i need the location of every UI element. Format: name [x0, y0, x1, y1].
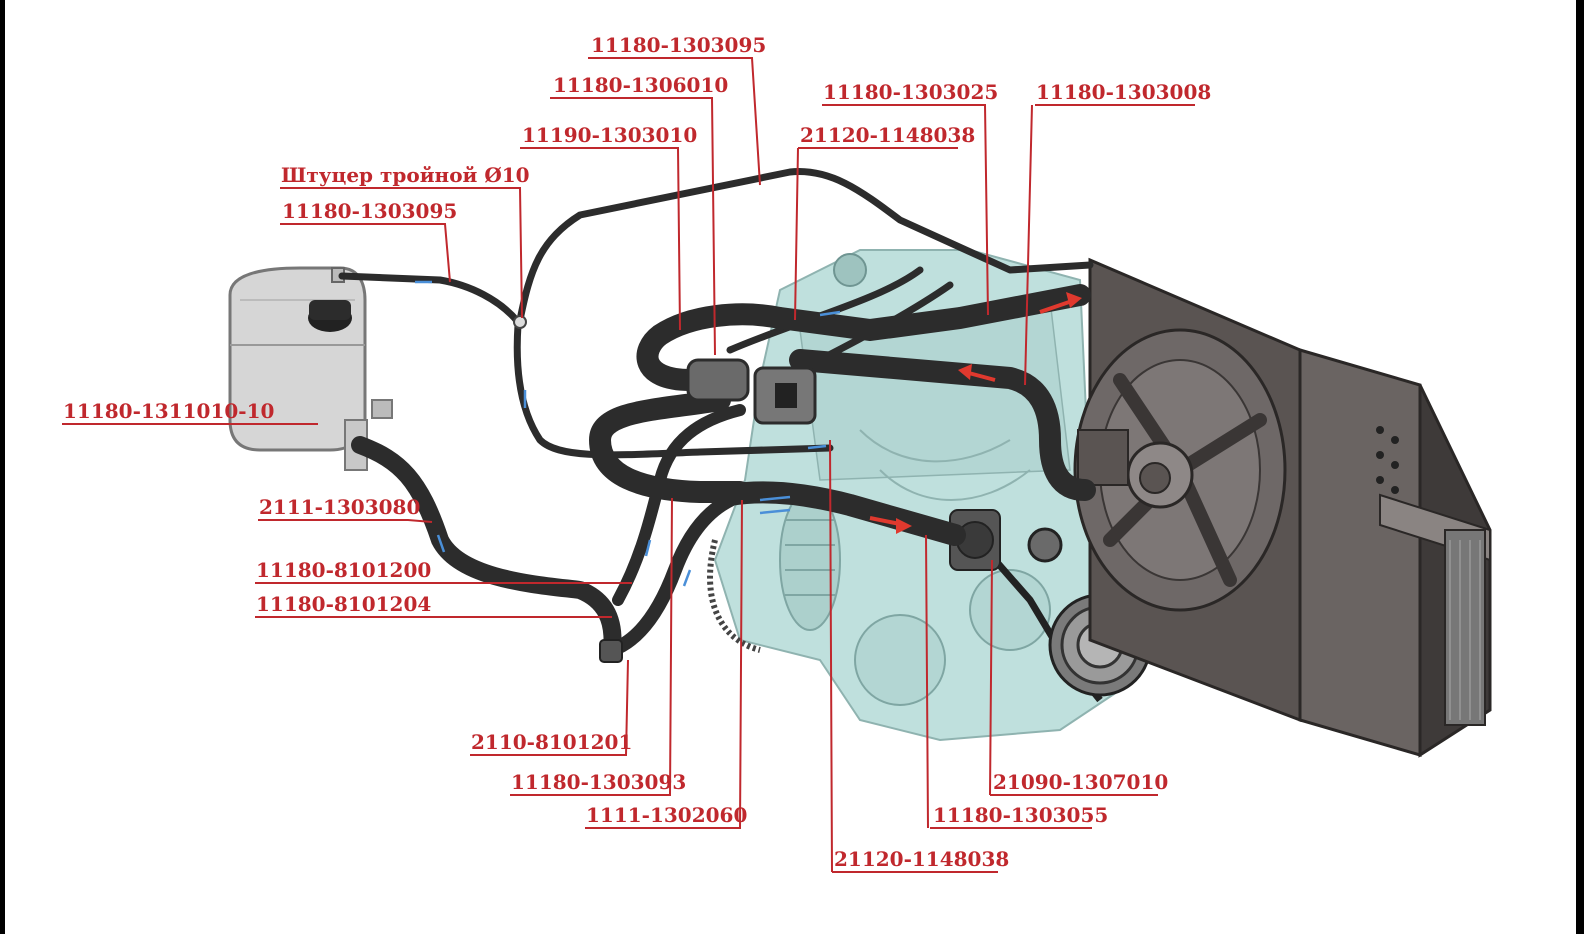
label-hose-8101200: 11180-8101200 [256, 558, 431, 582]
label-tee-fitting: Штуцер тройной Ø10 [281, 163, 530, 187]
label-expansion-tank: 11180-1311010-10 [63, 399, 274, 423]
part-labels: 11180-1303095 11180-1306010 11190-130301… [63, 33, 1211, 871]
label-hose-1303025: 11180-1303025 [823, 80, 998, 104]
flow-arrows [415, 280, 1082, 587]
label-hose-1303008: 11180-1303008 [1036, 80, 1211, 104]
label-hose-top-2: 11180-1303095 [282, 199, 457, 223]
expansion-tank [228, 266, 393, 471]
label-hose-8101201: 2110-8101201 [471, 730, 632, 754]
flow-arrow-hot-icon [1066, 292, 1082, 308]
flow-arrow-hot-icon [896, 518, 912, 534]
label-hose-1303010: 11190-1303010 [522, 123, 697, 147]
leader-lines [62, 57, 1195, 873]
label-hose-1148038-bottom: 21120-1148038 [834, 847, 1009, 871]
left-border [0, 0, 5, 934]
radiator-fan [1073, 328, 1287, 612]
flow-arrow-hot-icon [958, 364, 972, 380]
label-hose-8101204: 11180-8101204 [256, 592, 431, 616]
right-border [1576, 0, 1584, 934]
label-pump-1307010: 21090-1307010 [993, 770, 1168, 794]
label-hose-top-1: 11180-1303095 [591, 33, 766, 57]
label-hose-1303093: 11180-1303093 [511, 770, 686, 794]
label-hose-1303080: 2111-1303080 [259, 495, 420, 519]
label-hose-1148038-top: 21120-1148038 [800, 123, 975, 147]
label-hose-1303055: 11180-1303055 [933, 803, 1108, 827]
label-hose-1302060: 1111-1302060 [586, 803, 747, 827]
label-hose-1306010: 11180-1306010 [553, 73, 728, 97]
hoses [338, 168, 1096, 663]
